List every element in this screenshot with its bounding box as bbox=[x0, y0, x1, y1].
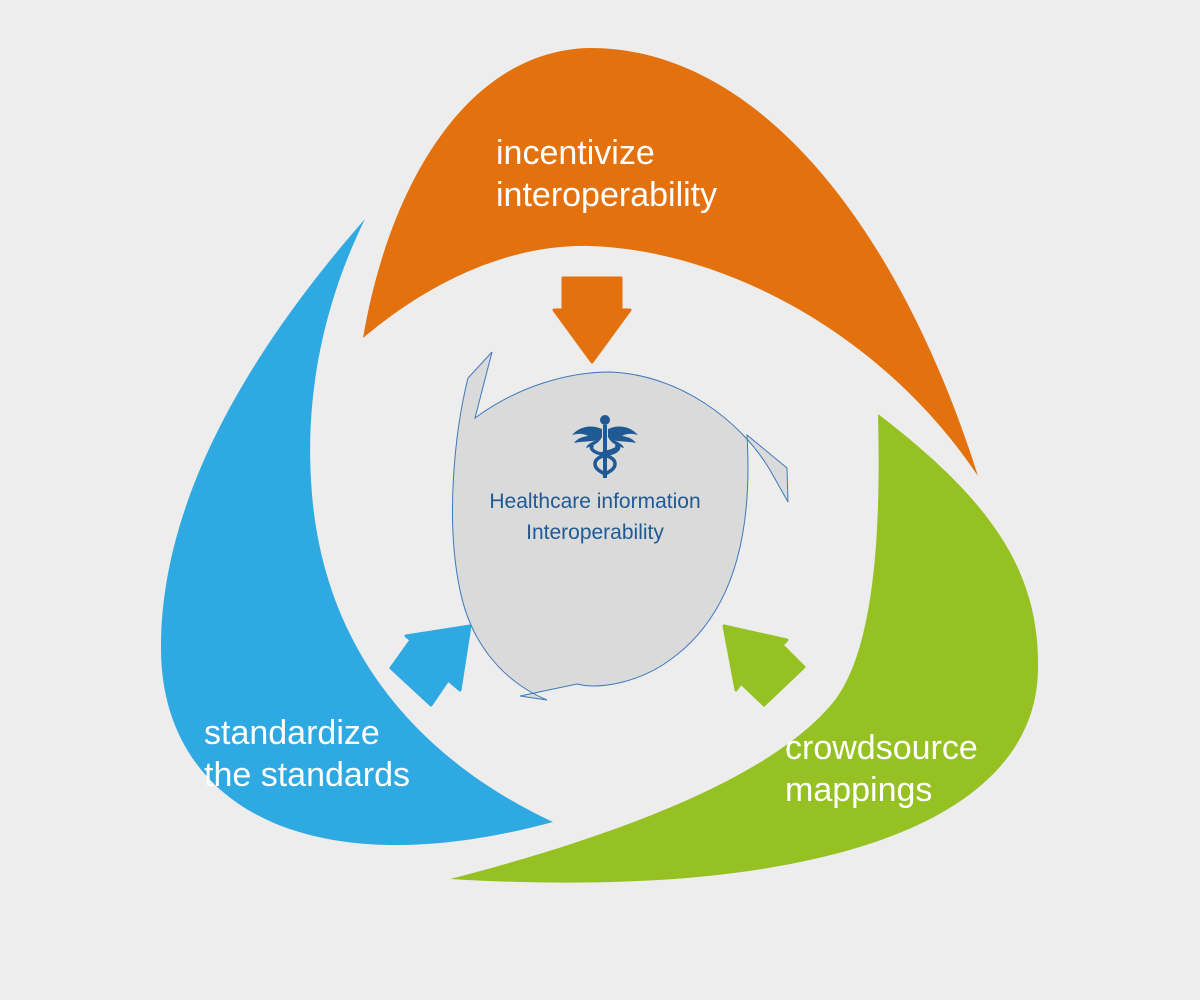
segment-blue-line1: standardize bbox=[204, 714, 380, 752]
segment-green-label: crowdsource mappings bbox=[785, 727, 978, 811]
center-label-line1: Healthcare information bbox=[489, 490, 701, 513]
segment-green-shape bbox=[450, 414, 1039, 883]
segment-green-line2: mappings bbox=[785, 771, 933, 809]
segment-orange-line1: incentivize bbox=[496, 134, 655, 172]
arrow-up-right-icon bbox=[389, 624, 472, 707]
segment-orange-label: incentivize interoperability bbox=[496, 132, 717, 216]
segment-orange-shape bbox=[363, 48, 978, 476]
arrow-down-icon bbox=[552, 276, 632, 364]
caduceus-icon bbox=[572, 415, 638, 478]
center-swirl-shape bbox=[452, 351, 789, 701]
segment-blue-shape bbox=[160, 219, 553, 846]
segment-blue-line2: the standards bbox=[204, 756, 411, 794]
segment-green-line1: crowdsource bbox=[785, 729, 978, 767]
arrow-up-left-icon bbox=[722, 624, 806, 707]
center-label-line2: Interoperability bbox=[526, 521, 664, 544]
segment-orange-line2: interoperability bbox=[496, 176, 718, 214]
center-label: Healthcare information Interoperability bbox=[445, 486, 745, 548]
segment-blue-label: standardize the standards bbox=[204, 712, 410, 796]
